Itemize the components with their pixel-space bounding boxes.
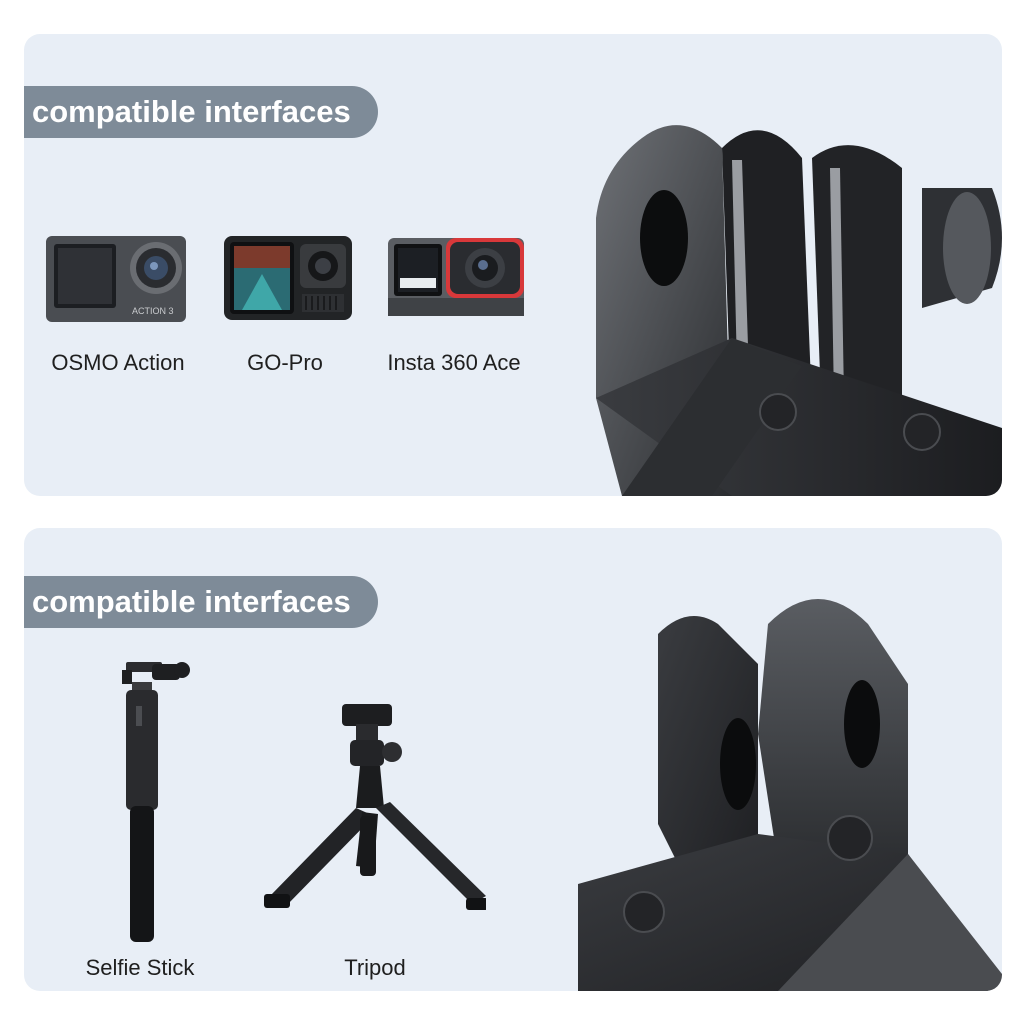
svg-text:ACTION 3: ACTION 3 [132,306,174,316]
device-label-gopro: GO-Pro [247,350,323,375]
bottom-section-heading: compatible interfaces [24,576,378,628]
top-section-heading: compatible interfaces [24,86,378,138]
gopro-camera-icon [224,236,352,320]
mount-adapter-front-icon [578,599,1002,991]
selfie-stick-icon [122,662,190,942]
osmo-action-camera-icon: ACTION 3 [46,236,186,322]
accessory-label-selfie-stick: Selfie Stick [85,955,195,980]
top-panel: compatible interfaces ACTION 3 OSMO Acti… [24,34,1002,496]
accessory-label-tripod: Tripod [344,955,406,980]
device-label-insta360: Insta 360 Ace [387,350,521,375]
insta360-ace-camera-icon [388,238,524,316]
mount-adapter-side-icon [596,125,1002,496]
tripod-icon [264,704,486,910]
device-label-osmo: OSMO Action [51,350,185,375]
bottom-panel: compatible interfaces Selfie Stick Tripo… [24,528,1002,991]
